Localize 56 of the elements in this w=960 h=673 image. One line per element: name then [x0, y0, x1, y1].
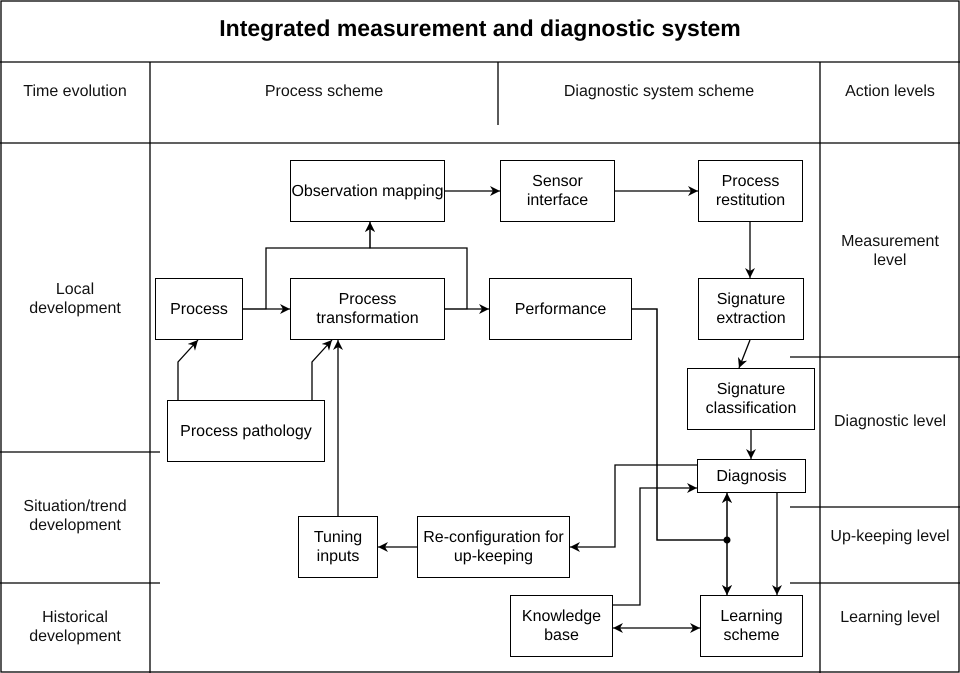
table-cell-text: Diagnostic level: [832, 412, 948, 431]
arrow: [613, 483, 697, 606]
process-box: [687, 368, 815, 430]
box-label: Diagnosis: [716, 466, 787, 486]
box-label: Performance: [514, 300, 606, 318]
process-box: [698, 160, 803, 222]
process-box: [700, 595, 803, 657]
table-cell-text: Time evolution: [22, 82, 128, 101]
table-title: Integrated measurement and diagnostic system: [218, 14, 742, 43]
arrow: [738, 340, 751, 368]
process-box: [510, 595, 613, 657]
box-label: Re-configuration for up-keeping: [422, 528, 565, 566]
arrow: [365, 222, 468, 310]
table-cell-text: Situation/trend development: [22, 497, 128, 535]
table-cell-text: Learning level: [839, 608, 941, 627]
process-box: [155, 278, 243, 340]
table-cell-text: Local development: [28, 280, 122, 318]
process-box: [167, 400, 325, 462]
process-box: [697, 459, 806, 493]
arrow: [445, 304, 489, 314]
table-cell-text: Diagnostic system scheme: [562, 82, 756, 101]
arrow: [333, 340, 343, 516]
table-cell-text: Historical development: [28, 608, 122, 646]
arrow: [445, 186, 500, 196]
process-box: [290, 160, 445, 222]
table-cell-text: Action levels: [844, 82, 936, 101]
box-label: Signature extraction: [715, 290, 787, 328]
table-cell-text: Up-keeping level: [829, 527, 951, 546]
table-cell-text: Measurement level: [840, 232, 940, 270]
box-label: Process: [170, 300, 228, 318]
arrow: [746, 430, 756, 459]
box-label: Signature classification: [704, 380, 798, 418]
arrow: [177, 340, 198, 400]
arrow: [311, 340, 332, 400]
box-label: Sensor interface: [526, 172, 590, 210]
process-box: [417, 516, 570, 578]
arrow: [745, 222, 755, 278]
table-cell-text: Process scheme: [264, 82, 384, 101]
arrow: [613, 623, 700, 633]
process-box: [290, 278, 445, 340]
process-box: [489, 278, 632, 340]
process-box: [298, 516, 378, 578]
process-box: [698, 278, 804, 340]
box-label: Process restitution: [714, 172, 786, 210]
arrow: [615, 186, 698, 196]
arrow: [378, 542, 417, 552]
box-label: Knowledge base: [520, 607, 602, 645]
box-label: Observation mapping: [291, 182, 444, 200]
arrow: [772, 493, 782, 595]
arrow: [722, 493, 732, 595]
box-label: Tuning inputs: [312, 528, 364, 566]
box-label: Process pathology: [180, 422, 312, 440]
process-box: [500, 160, 615, 222]
box-label: Process transformation: [315, 290, 420, 328]
arrow: [570, 464, 697, 552]
box-label: Learning scheme: [719, 607, 784, 645]
